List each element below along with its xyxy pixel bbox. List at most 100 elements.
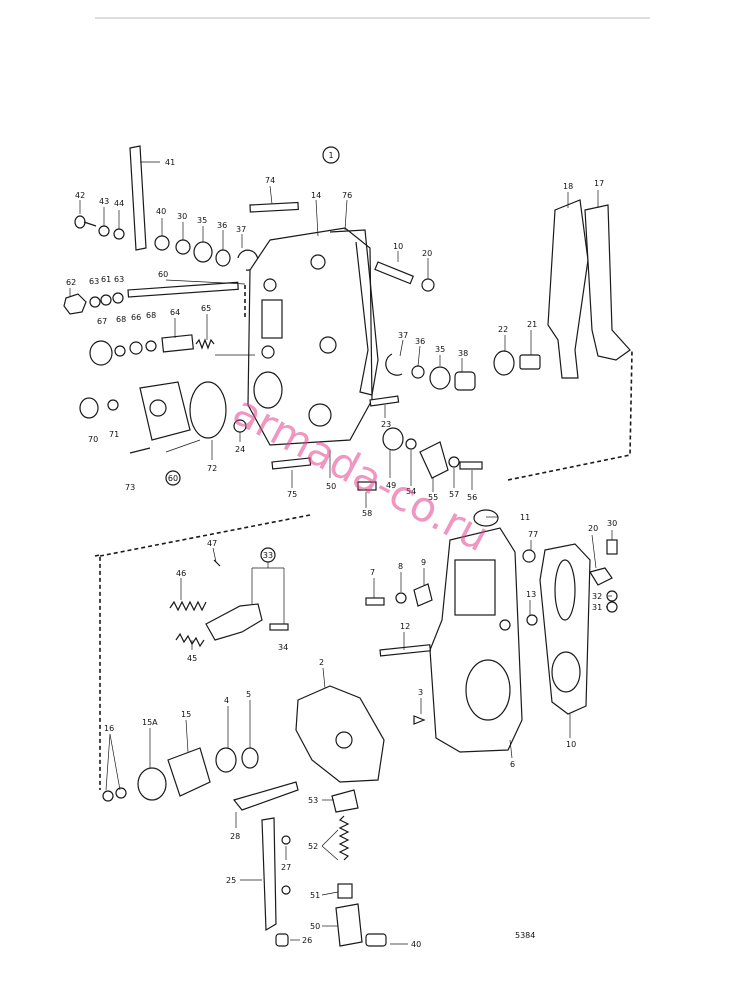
bolt-58: [357, 481, 377, 491]
label-67: 67: [97, 317, 107, 326]
label-52: 52: [308, 842, 318, 851]
label-61: 61: [101, 275, 111, 284]
label-68a: 68: [116, 315, 126, 324]
ring-15A: [137, 767, 167, 801]
spring-46: [169, 600, 207, 612]
label-57: 57: [449, 490, 459, 499]
label-15A: 15A: [142, 718, 158, 727]
label-77: 77: [528, 530, 538, 539]
circled-label-60: 60: [165, 470, 181, 486]
label-70: 70: [88, 435, 98, 444]
label-64: 64: [170, 308, 180, 317]
plug-11: [473, 509, 499, 527]
label-44: 44: [114, 199, 124, 208]
rod-60: [127, 281, 239, 298]
label-35b: 35: [435, 345, 445, 354]
label-10a: 10: [393, 242, 403, 251]
label-66: 66: [131, 313, 141, 322]
label-50a: 50: [326, 482, 336, 491]
clip-20b: [589, 567, 613, 586]
plug-70: [79, 397, 99, 419]
lower-assembly: [94, 509, 618, 947]
bush-4: [215, 747, 237, 773]
label-76: 76: [342, 191, 352, 200]
label-28: 28: [230, 832, 240, 841]
spring-45: [175, 632, 205, 648]
governor-body-2: [295, 685, 385, 783]
sleeve-64: [161, 334, 194, 353]
label-24: 24: [235, 445, 245, 454]
nut-20a: [421, 278, 435, 292]
pin-10: [374, 261, 415, 285]
label-32: 32: [592, 592, 602, 601]
washer-44: [113, 228, 125, 240]
label-62: 62: [66, 278, 76, 287]
block-53: [331, 789, 359, 813]
label-30b: 30: [607, 519, 617, 528]
svg-text:33: 33: [263, 551, 273, 560]
nut-62: [63, 293, 87, 315]
label-9: 9: [421, 558, 426, 567]
connector-lower: [94, 554, 101, 790]
label-74: 74: [265, 176, 275, 185]
label-21: 21: [527, 320, 537, 329]
label-51: 51: [310, 891, 320, 900]
label-16: 16: [104, 724, 114, 733]
part-labels: 41 42 43 44 40 30 35 36 37 74 14 76 10 2…: [66, 158, 617, 949]
plate-55: [419, 441, 449, 479]
nut-40a: [154, 235, 170, 251]
label-47: 47: [207, 539, 217, 548]
label-20a: 20: [422, 249, 432, 258]
washer-43: [98, 225, 110, 237]
spring-52: [338, 815, 350, 861]
label-56: 56: [467, 493, 477, 502]
label-65: 65: [201, 304, 211, 313]
lever-33: [205, 603, 263, 641]
roller-26: [275, 933, 289, 947]
label-34: 34: [278, 643, 288, 652]
label-45: 45: [187, 654, 197, 663]
label-8: 8: [398, 562, 403, 571]
lever-17: [584, 204, 631, 361]
label-63b: 63: [114, 275, 124, 284]
label-43: 43: [99, 197, 109, 206]
bush-49: [382, 427, 404, 451]
label-22: 22: [498, 325, 508, 334]
label-5: 5: [246, 690, 251, 699]
bush-22: [493, 350, 515, 376]
label-17: 17: [594, 179, 604, 188]
label-13: 13: [526, 590, 536, 599]
label-73: 73: [125, 483, 135, 492]
label-4: 4: [224, 696, 229, 705]
label-23: 23: [381, 420, 391, 429]
label-42: 42: [75, 191, 85, 200]
label-40a: 40: [156, 207, 166, 216]
lever-18: [547, 199, 589, 379]
label-36b: 36: [415, 337, 425, 346]
clip-3: [413, 715, 426, 725]
housing-14: [247, 227, 373, 446]
label-14: 14: [311, 191, 321, 200]
clip-37b: [385, 353, 403, 376]
ring-5: [241, 747, 259, 769]
cap-38: [454, 371, 476, 391]
lever-25: [261, 817, 277, 932]
label-31: 31: [592, 603, 602, 612]
label-10b: 10: [566, 740, 576, 749]
label-49: 49: [386, 481, 396, 490]
label-35a: 35: [197, 216, 207, 225]
label-68b: 68: [146, 311, 156, 320]
figure-number-badge: 1: [322, 146, 340, 164]
bolt-40b: [365, 933, 387, 947]
label-37a: 37: [236, 225, 246, 234]
ring-30a: [175, 239, 191, 255]
label-20b: 20: [588, 524, 598, 533]
label-7: 7: [370, 568, 375, 577]
screw-23: [369, 395, 400, 407]
label-40b: 40: [411, 940, 421, 949]
bolt-42: [74, 215, 86, 229]
label-46: 46: [176, 569, 186, 578]
label-55: 55: [428, 493, 438, 502]
circled-label-33: 33: [260, 547, 276, 563]
label-30a: 30: [177, 212, 187, 221]
